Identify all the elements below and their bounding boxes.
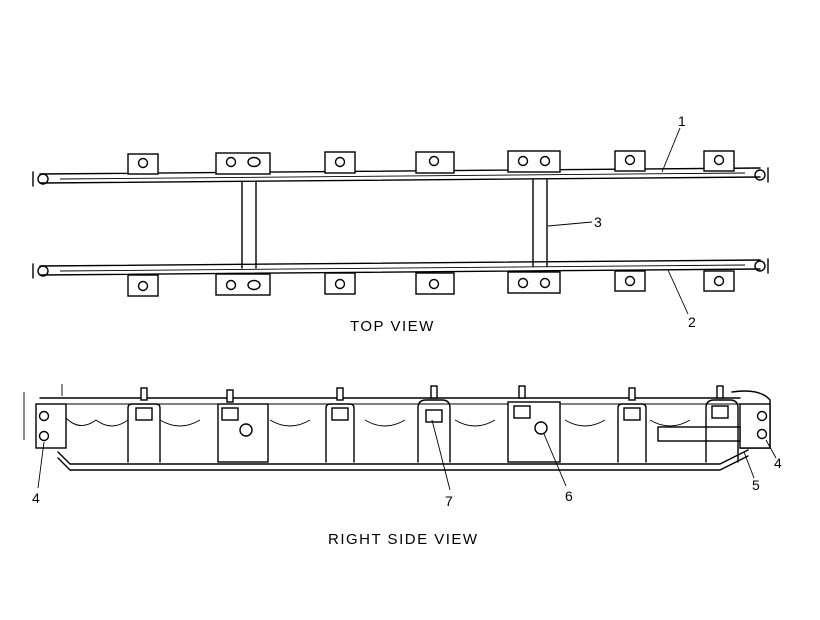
- bracket-2: [217, 389, 269, 463]
- callout-2: 2: [688, 314, 696, 330]
- bracket-1: [127, 387, 161, 463]
- cross-member-left: [241, 181, 257, 269]
- frame-wave-edge: [65, 417, 691, 427]
- top-view: 1 3 2 TOP VIEW: [32, 113, 769, 335]
- leader-4-right: [765, 439, 777, 459]
- leader-6: [543, 433, 567, 487]
- left-end-plate: [23, 384, 67, 449]
- bracket-3: [325, 387, 355, 463]
- callout-3: 3: [594, 214, 602, 230]
- bracket-4: [417, 385, 451, 463]
- bracket-6: [617, 387, 647, 463]
- lower-rail: [32, 258, 769, 279]
- callout-4-right: 4: [774, 455, 782, 471]
- right-side-view: 4 7 6 5 4 RIGHT SIDE VIEW: [23, 384, 782, 548]
- leader-4-left: [37, 441, 45, 489]
- leader-2: [667, 269, 689, 315]
- right-end-plate: [657, 390, 771, 449]
- callout-4-left: 4: [32, 490, 40, 506]
- side-view-title: RIGHT SIDE VIEW: [328, 531, 479, 548]
- leader-7: [431, 419, 451, 491]
- lower-tabs: [127, 270, 735, 297]
- leader-5: [743, 451, 755, 479]
- cross-member-right: [532, 179, 548, 267]
- callout-5: 5: [752, 477, 760, 493]
- bracket-7: [705, 385, 739, 463]
- callout-1: 1: [678, 113, 686, 129]
- leader-3: [547, 221, 593, 227]
- callout-6: 6: [565, 488, 573, 504]
- leader-1: [661, 127, 681, 173]
- upper-tabs: [127, 150, 735, 175]
- skid-rail: [57, 449, 749, 465]
- callout-7: 7: [445, 493, 453, 509]
- top-view-title: TOP VIEW: [350, 318, 435, 335]
